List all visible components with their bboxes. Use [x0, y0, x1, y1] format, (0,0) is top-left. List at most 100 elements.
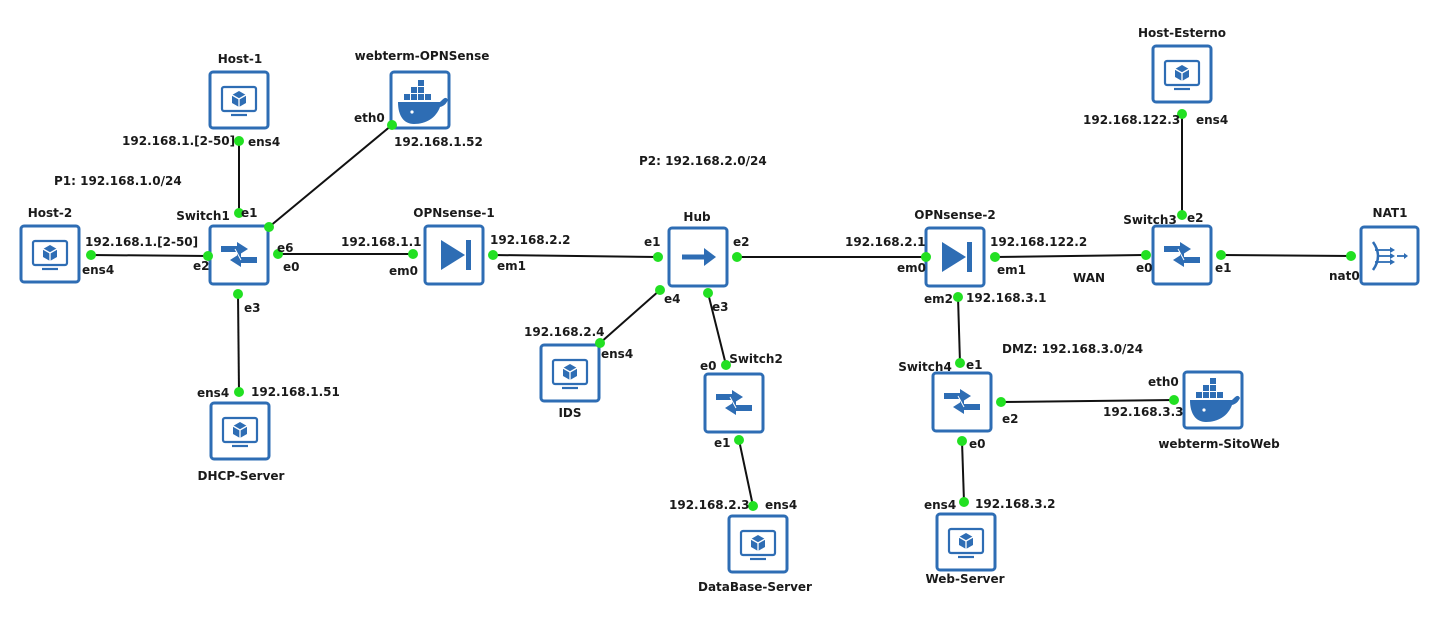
port-dot	[1346, 251, 1356, 261]
hub-node[interactable]: Hub	[667, 210, 729, 288]
port-name: e0	[1136, 261, 1153, 275]
port-name: ens4	[601, 347, 633, 361]
webterm-sitoweb-node[interactable]: webterm-SitoWeb	[1158, 370, 1280, 451]
port-dot	[748, 501, 758, 511]
switch2-node[interactable]: Switch2	[703, 352, 783, 434]
link-opnsense1-hub	[492, 254, 659, 258]
port-ip: 192.168.2.4	[524, 325, 604, 339]
port-name: em0	[897, 261, 926, 275]
switch3-node[interactable]: Switch3	[1123, 213, 1213, 286]
vm-monitor-icon	[1163, 59, 1201, 91]
port-name: em1	[497, 259, 526, 273]
dhcp-server-label: DHCP-Server	[198, 469, 285, 483]
host-esterno-node[interactable]: Host-Esterno	[1138, 26, 1226, 104]
port-dot	[233, 289, 243, 299]
switch2-label: Switch2	[729, 352, 783, 366]
opnsense-1-node[interactable]: OPNsense-1	[413, 206, 495, 286]
port-ip: 192.168.1.52	[394, 135, 483, 149]
port-ip: 192.168.3.3	[1103, 405, 1183, 419]
link-hub-switch2	[707, 292, 727, 366]
nat1-node[interactable]: NAT1	[1359, 206, 1420, 286]
port-dot	[86, 250, 96, 260]
port-name: ens4	[924, 498, 956, 512]
port-dot	[273, 249, 283, 259]
link-host2-switch1	[90, 254, 209, 257]
port-dot	[595, 338, 605, 348]
link-opnsense2-switch4	[957, 296, 961, 364]
port-dot	[957, 436, 967, 446]
link-switch4-webterm	[1000, 399, 1175, 403]
port-ip: 192.168.122.2	[990, 235, 1087, 249]
port-dot	[1177, 109, 1187, 119]
port-dot	[387, 120, 397, 130]
link-switch2-db	[738, 439, 754, 507]
web-server-label: Web-Server	[925, 572, 1004, 586]
port-dot	[234, 208, 244, 218]
network-label-wan: WAN	[1073, 271, 1105, 285]
opnsense-2-label: OPNsense-2	[914, 208, 995, 222]
switch3-label: Switch3	[1123, 213, 1177, 227]
port-name: em2	[924, 292, 953, 306]
port-dot	[721, 360, 731, 370]
port-dot	[203, 251, 213, 261]
port-dot	[488, 250, 498, 260]
port-name: e1	[1215, 261, 1232, 275]
host-1-node[interactable]: Host-1	[208, 52, 270, 130]
port-ip: 192.168.1.[2-50]	[85, 235, 198, 249]
port-ip: 192.168.1.51	[251, 385, 340, 399]
network-label-p2: P2: 192.168.2.0/24	[639, 154, 767, 168]
vm-monitor-icon	[947, 527, 985, 559]
opnsense-1-label: OPNsense-1	[413, 206, 494, 220]
ids-node[interactable]: IDS	[539, 343, 601, 420]
port-dot	[234, 136, 244, 146]
port-name: ens4	[197, 386, 229, 400]
port-name: ens4	[1196, 113, 1228, 127]
port-name: e6	[277, 241, 294, 255]
webterm-opnsense-node[interactable]: webterm-OPNSense	[355, 49, 490, 130]
host-2-node[interactable]: Host-2	[19, 206, 81, 284]
switch4-label: Switch4	[898, 360, 952, 374]
opnsense-2-node[interactable]: OPNsense-2	[914, 208, 996, 288]
database-server-node[interactable]: DataBase-Server	[698, 514, 812, 594]
port-name: e2	[1187, 211, 1204, 225]
port-name: em0	[389, 264, 418, 278]
port-name: e2	[193, 259, 210, 273]
port-ip: 192.168.1.[2-50]	[122, 134, 235, 148]
links	[90, 114, 1352, 507]
nat1-label: NAT1	[1373, 206, 1408, 220]
port-dot	[1169, 395, 1179, 405]
host-1-label: Host-1	[218, 52, 263, 66]
web-server-node[interactable]: Web-Server	[925, 512, 1005, 586]
dhcp-server-node[interactable]: DHCP-Server	[198, 401, 285, 483]
hub-label: Hub	[683, 210, 711, 224]
port-name: e1	[714, 436, 731, 450]
port-ip: 192.168.3.1	[966, 291, 1046, 305]
port-dot	[959, 497, 969, 507]
port-name: e3	[712, 300, 729, 314]
vm-monitor-icon	[221, 416, 259, 448]
link-switch3-nat1	[1220, 254, 1352, 257]
port-name: e2	[733, 235, 750, 249]
link-switch1-dhcp	[237, 293, 240, 393]
port-dot	[921, 252, 931, 262]
port-dot	[734, 435, 744, 445]
port-dot	[955, 358, 965, 368]
port-name: e1	[644, 235, 661, 249]
host-esterno-label: Host-Esterno	[1138, 26, 1226, 40]
port-dot	[953, 292, 963, 302]
link-hub-ids	[599, 289, 661, 344]
link-opnsense2-switch3	[994, 254, 1147, 258]
port-name: eth0	[1148, 375, 1179, 389]
link-webterm-switch1	[268, 124, 393, 228]
port-name: e0	[283, 260, 300, 274]
port-labels: 192.168.1.[2-50] ens4 eth0 192.168.1.52 …	[82, 111, 1360, 512]
port-dot	[732, 252, 742, 262]
port-dot	[655, 285, 665, 295]
switch4-node[interactable]: Switch4	[898, 360, 993, 433]
port-ip: 192.168.2.3	[669, 498, 749, 512]
port-name: ens4	[248, 135, 280, 149]
port-name: e0	[969, 437, 986, 451]
switch1-node[interactable]: Switch1	[176, 209, 270, 286]
port-name: e2	[1002, 412, 1019, 426]
